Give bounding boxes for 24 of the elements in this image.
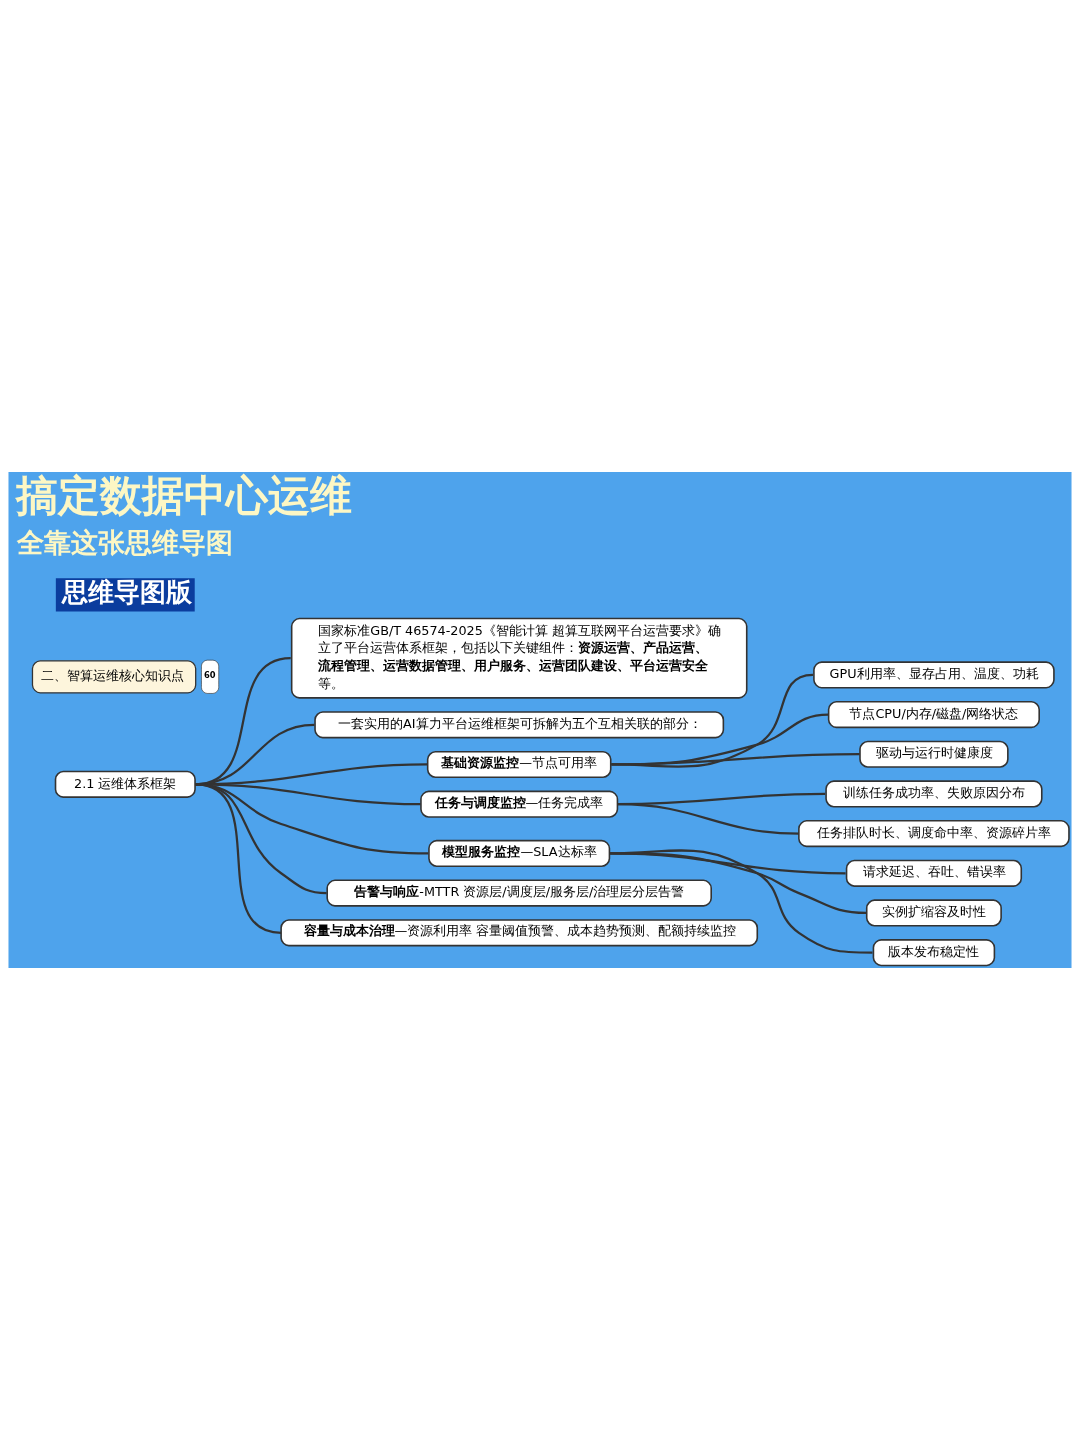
connector bbox=[195, 783, 282, 934]
node-box: 告警与响应-MTTR 资源层/调度层/服务层/治理层分层告警 bbox=[326, 879, 712, 907]
node-box: 基础资源监控—节点可用率 bbox=[426, 750, 612, 779]
node-box: GPU利用率、显存占用、温度、功耗 bbox=[813, 661, 1055, 689]
label: 思维导图版 bbox=[61, 576, 192, 607]
node-box: 节点CPU/内存/磁盘/网络状态 bbox=[827, 700, 1040, 729]
node-box: 模型服务监控—SLA达标率 bbox=[428, 839, 611, 868]
node-box: 2.1 运维体系框架 bbox=[54, 770, 196, 798]
node-box: 一套实用的AI算力平台运维框架可拆解为五个互相关联的部分： bbox=[314, 711, 725, 739]
node-box: 请求延迟、吞吐、错误率 bbox=[845, 859, 1023, 887]
node-box: 任务与调度监控—任务完成率 bbox=[420, 790, 619, 818]
node-box: 容量与成本治理—资源利用率 容量阈值预警、成本趋势预测、配额持续监控 bbox=[280, 919, 759, 947]
diagram-title: 搞定数据中心运维 bbox=[16, 471, 353, 521]
connector bbox=[617, 803, 799, 835]
node-box: 驱动与运行时健康度 bbox=[859, 740, 1009, 768]
connector bbox=[610, 849, 873, 954]
node-box: 实例扩缩容及时性 bbox=[865, 899, 1002, 927]
node-box: 任务排队时长、调度命中率、资源碎片率 bbox=[798, 820, 1070, 848]
node-box: 版本发布稳定性 bbox=[872, 939, 996, 967]
label: 全靠这张思维导图 bbox=[17, 526, 234, 558]
node-box: 国家标准GB/T 46574-2025《智能计算 超算互联网平台运营要求》确立了平台运营体系框架，包括以下关键组件：资源运营、产品运营、流程管理、运营数据管理、用户服务、运营团队建设、平台运营安全等。 bbox=[290, 617, 748, 699]
node-label: 60 bbox=[204, 670, 216, 681]
connector bbox=[611, 753, 860, 766]
node-box: 训练任务成功率、失败原因分布 bbox=[825, 780, 1043, 808]
